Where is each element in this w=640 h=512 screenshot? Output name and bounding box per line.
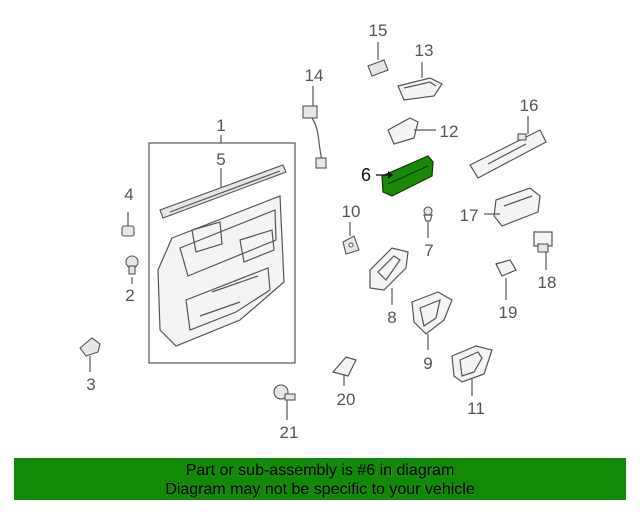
callout-6[interactable]: 6 [361,165,371,185]
banner-line-disclaimer: Diagram may not be specific to your vehi… [165,481,475,498]
part-9-handle[interactable] [411,291,453,335]
part-16-switch-panel[interactable] [469,129,547,179]
part-10-retainer[interactable] [342,235,360,255]
callout-13[interactable]: 13 [415,41,434,60]
part-7-clip[interactable] [423,206,433,222]
callout-9[interactable]: 9 [423,354,432,373]
callout-15[interactable]: 15 [369,21,388,40]
callout-16[interactable]: 16 [520,96,539,115]
part-15-clip[interactable] [367,59,389,77]
callout-10[interactable]: 10 [342,202,361,221]
part-3-bracket[interactable] [79,337,101,357]
banner-line-part-info: Part or sub-assembly is #6 in diagram [185,462,455,479]
part-6-highlight [381,155,434,197]
leader-lines [89,42,547,420]
callout-4[interactable]: 4 [124,185,133,204]
part-8-handle-bezel[interactable] [369,247,409,291]
part-17-switch[interactable] [493,187,541,227]
part-19-switch[interactable] [495,259,517,277]
callout-12[interactable]: 12 [440,122,459,141]
part-12-pocket[interactable] [387,117,419,145]
part-14-harness[interactable] [302,105,327,169]
callout-7[interactable]: 7 [424,241,433,260]
callout-5[interactable]: 5 [216,150,225,169]
part-2-screw[interactable] [125,255,139,275]
callout-1[interactable]: 1 [216,116,225,135]
part-20-cap[interactable] [331,356,357,377]
info-banner: Part or sub-assembly is #6 in diagram Di… [14,458,626,500]
callout-2[interactable]: 2 [125,286,134,305]
callout-labels: 1 2 3 4 5 6 7 8 9 10 11 12 13 14 15 16 1… [86,21,556,442]
callout-20[interactable]: 20 [337,390,356,409]
callout-18[interactable]: 18 [538,273,557,292]
part-21-screw[interactable] [273,384,296,401]
part-18-connector[interactable] [533,231,553,253]
part-6-armrest[interactable] [381,155,434,197]
callout-19[interactable]: 19 [499,303,518,322]
callout-11[interactable]: 11 [467,399,485,418]
part-13-cup-holder[interactable] [397,77,443,101]
callout-8[interactable]: 8 [387,308,396,327]
callout-21[interactable]: 21 [280,423,299,442]
part-4-clip[interactable] [121,220,135,237]
callout-14[interactable]: 14 [305,66,324,85]
callout-3[interactable]: 3 [86,375,95,394]
door-panel-assembly[interactable] [148,142,296,364]
part-11-bezel[interactable] [451,345,493,383]
callout-17[interactable]: 17 [460,206,479,225]
parts-diagram: 1 2 3 4 5 6 7 8 9 10 11 12 13 14 15 16 1… [79,21,556,442]
